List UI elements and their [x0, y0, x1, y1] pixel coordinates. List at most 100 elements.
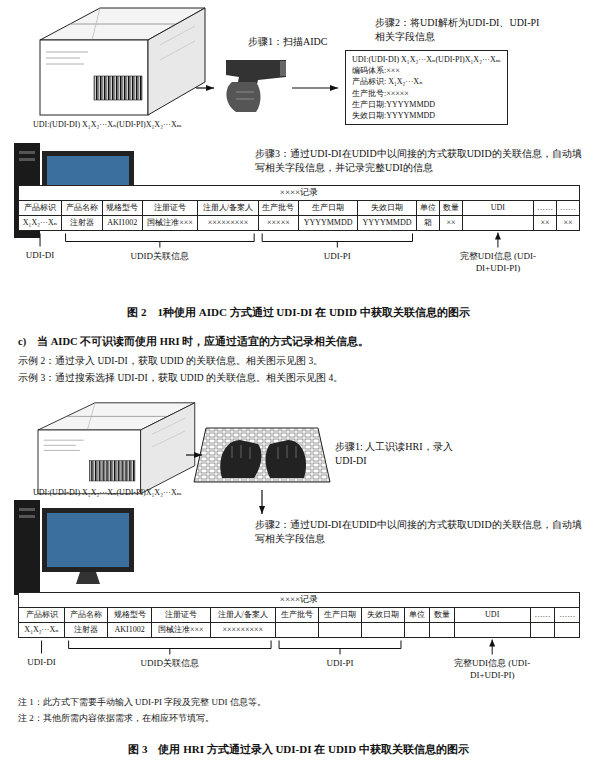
header-text: 生产批号 [281, 610, 313, 619]
field-line: 生产日期:YYYYMMDD [352, 99, 501, 110]
flow-arrow [186, 454, 202, 455]
data-cell: YYYYMMDD [358, 215, 417, 230]
carton [40, 8, 205, 115]
label: UDI:(UDI-DI) X₁X₂···Xₙ(UDI-PI)X₁X₂···Xₘ [33, 487, 182, 498]
label-text: 步骤1: 人工识读HRI，录入UDI-DI [335, 441, 453, 466]
label-text: 步骤2：将UDI解析为UDI-DI、UDI-PI相关字段信息 [375, 17, 539, 42]
flow-arrow [196, 87, 214, 88]
label-text: UDID关联信息 [131, 251, 190, 261]
field-line: 编码体系:××× [352, 65, 501, 76]
cell-text: ×× [563, 218, 572, 227]
parsed-info-box: UDI:(UDI-DI) X₁X₂···Xₙ(UDI-PI)X₁X₂···Xₘ编… [345, 50, 508, 125]
label-text: UDI:(UDI-DI) X₁X₂···Xₙ(UDI-PI)X₁X₂···Xₘ [33, 488, 182, 497]
cell-text: 国械注准××× [147, 218, 193, 227]
data-cell: ×× [556, 215, 579, 230]
header-text: 数量 [443, 203, 459, 212]
leader-line [41, 641, 42, 654]
label-text: UDI-PI [327, 658, 354, 668]
header-text: 产品名称 [66, 203, 98, 212]
data-cell: ××××××××× [210, 622, 275, 637]
table-title: ××××记录 [280, 187, 318, 197]
cell-text: ××××××××× [222, 625, 263, 634]
bottom-label: 完整UDI信息 (UDI-DI+UDI-PI) [442, 657, 542, 682]
header-cell: 失效日期 [358, 200, 417, 215]
data-cell [430, 622, 455, 637]
header-text: 数量 [434, 610, 450, 619]
bottom-label: UDI-PI [324, 250, 351, 263]
field-line: 产品标识: X₁X₂···Xₙ [352, 76, 501, 87]
data-cell: ×× [533, 215, 556, 230]
header-cell: 注册证号 [142, 200, 197, 215]
label: 注 1：此方式下需要手动输入 UDI-PI 字段及完整 UDI 信息等。 [18, 696, 593, 709]
record-table: ××××记录产品标识产品名称规格型号注册证号注册人/备案人生产批号生产日期失效日… [18, 592, 580, 638]
label-text: 示例 3：通过搜索选择 UDI-DI，获取 UDID 的关联信息。相关图示见图 … [18, 373, 343, 383]
leader-line [262, 234, 412, 242]
cell-text: 箱 [424, 218, 432, 227]
leader-line [40, 234, 41, 247]
record-table: ××××记录产品标识产品名称规格型号注册证号注册人/备案人生产批号生产日期失效日… [18, 185, 580, 231]
cell-text: AKI1002 [114, 625, 144, 634]
header-text: 注册人/备案人 [218, 610, 268, 619]
header-row: 产品标识产品名称规格型号注册证号注册人/备案人生产批号生产日期失效日期单位数量U… [19, 200, 580, 215]
data-cell [462, 215, 533, 230]
leader-line [340, 649, 341, 655]
cell-text: ×× [446, 218, 455, 227]
label: 注 2：其他所需内容依据需求，在相应环节填写。 [18, 712, 593, 725]
label-text: 完整UDI信息 (UDI-DI+UDI-PI) [460, 251, 536, 274]
flow-arrow [292, 87, 338, 88]
data-cell: ×× [439, 215, 462, 230]
header-cell: 生产批号 [275, 607, 318, 622]
field-line: UDI:(UDI-DI) X₁X₂···Xₙ(UDI-PI)X₁X₂···Xₘ [352, 54, 501, 65]
header-text: 注册人/备案人 [203, 203, 253, 212]
header-cell: 规格型号 [102, 200, 142, 215]
header-text: 产品名称 [70, 610, 102, 619]
keyboard-hands [194, 428, 330, 482]
label: 图 2 1种使用 AIDC 方式通过 UDI-DI 在 UDID 中获取关联信息… [0, 305, 597, 320]
label-text: 步骤2：通过UDI-DI在UDID中以间接的方式获取UDID的关联信息，自动填写… [255, 519, 582, 544]
label-text: 完整UDI信息 (UDI-DI+UDI-PI) [454, 658, 530, 681]
data-row: X₁X₂···Xₙ注射器AKI1002国械注准×××××××××××××××××… [19, 215, 580, 230]
header-text: UDI [485, 610, 499, 619]
label-text: 注 1：此方式下需要手动输入 UDI-PI 字段及完整 UDI 信息等。 [18, 697, 266, 707]
data-cell [405, 622, 430, 637]
header-cell: 注册人/备案人 [198, 200, 258, 215]
data-cell [530, 622, 555, 637]
label: c) 当 AIDC 不可识读而使用 HRI 时，应通过适宜的方式记录相关信息。 [18, 335, 593, 350]
field-line: 失效日期:YYYYMMDD [352, 110, 501, 121]
data-row: X₁X₂···Xₙ注射器AKI1002国械注准×××××××××××× [19, 622, 580, 637]
leader-line [497, 233, 498, 248]
bottom-label: UDID关联信息 [141, 657, 200, 670]
label: 步骤1：扫描AIDC [248, 35, 327, 49]
label: 图 3 使用 HRI 方式通过录入 UDI-DI 在 UDID 中获取关联信息的… [0, 742, 597, 757]
data-cell [275, 622, 318, 637]
cell-text: X₁X₂···Xₙ [24, 625, 58, 634]
data-cell: ××××× [258, 215, 298, 230]
scanner-hand [226, 60, 286, 112]
header-cell: 生产日期 [299, 200, 358, 215]
header-cell: 产品标识 [19, 200, 62, 215]
cell-text: ××××× [267, 218, 290, 227]
label: 步骤2：将UDI解析为UDI-DI、UDI-PI相关字段信息 [375, 16, 545, 44]
table-title-row: ××××记录 [18, 185, 580, 200]
header-text: 注册证号 [165, 610, 197, 619]
label: 示例 3：通过搜索选择 UDI-DI，获取 UDID 的关联信息。相关图示见图 … [18, 372, 593, 385]
header-cell: 数量 [439, 200, 462, 215]
leader-line [337, 242, 338, 248]
header-text: …… [559, 610, 575, 619]
computer [14, 500, 134, 595]
label: 步骤1: 人工识读HRI，录入UDI-DI [335, 440, 465, 468]
header-cell: UDI [462, 200, 533, 215]
data-cell: 国械注准××× [151, 622, 210, 637]
table-title-row: ××××记录 [18, 592, 580, 607]
header-text: 失效日期 [371, 203, 403, 212]
header-text: 单位 [420, 203, 436, 212]
header-cell: …… [555, 607, 580, 622]
cell-text: YYYYMMDD [304, 218, 353, 227]
field-line: 生产批号:××××× [352, 88, 501, 99]
data-cell [454, 622, 530, 637]
label-text: UDID关联信息 [141, 658, 200, 668]
header-text: 单位 [409, 610, 425, 619]
header-cell: 数量 [430, 607, 455, 622]
leader-line [69, 641, 271, 649]
leader-line [492, 640, 493, 655]
